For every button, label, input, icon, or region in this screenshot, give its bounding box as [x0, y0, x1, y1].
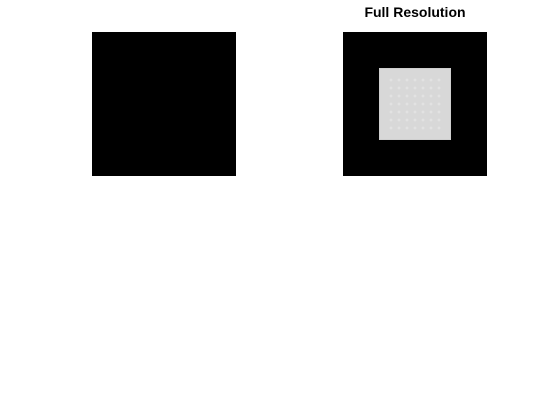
right-image-axes [343, 32, 487, 176]
bright-square-region [379, 68, 451, 140]
right-axes-title: Full Resolution [364, 4, 466, 20]
left-image-axes [92, 32, 236, 176]
